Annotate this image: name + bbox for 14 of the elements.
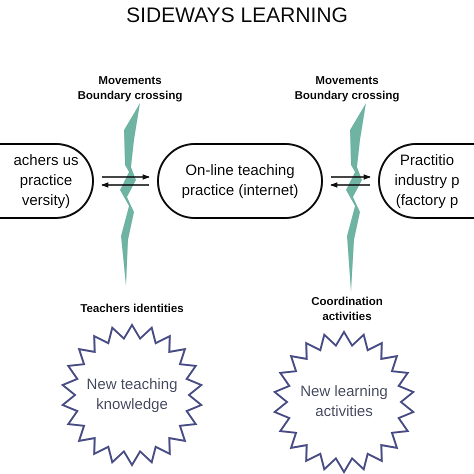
arrow [101,182,149,188]
annotation-label: Movements Boundary crossing [76,74,184,104]
process-terminal: Practitio industry p (factory p [378,143,474,219]
process-terminal: achers us practice versity) [0,143,94,219]
arrow [331,174,371,180]
process-terminal: On-line teaching practice (internet) [157,143,323,219]
node-text: New learning activities [299,382,389,422]
title: SIDEWAYS LEARNING [125,4,349,28]
annotation-label: Teachers identities [79,302,185,317]
arrow [102,174,150,180]
annotation-label: Movements Boundary crossing [294,74,400,104]
arrow [330,182,370,188]
node-text: New teaching knowledge [86,375,178,415]
annotation-label: Coordination activities [310,295,384,325]
